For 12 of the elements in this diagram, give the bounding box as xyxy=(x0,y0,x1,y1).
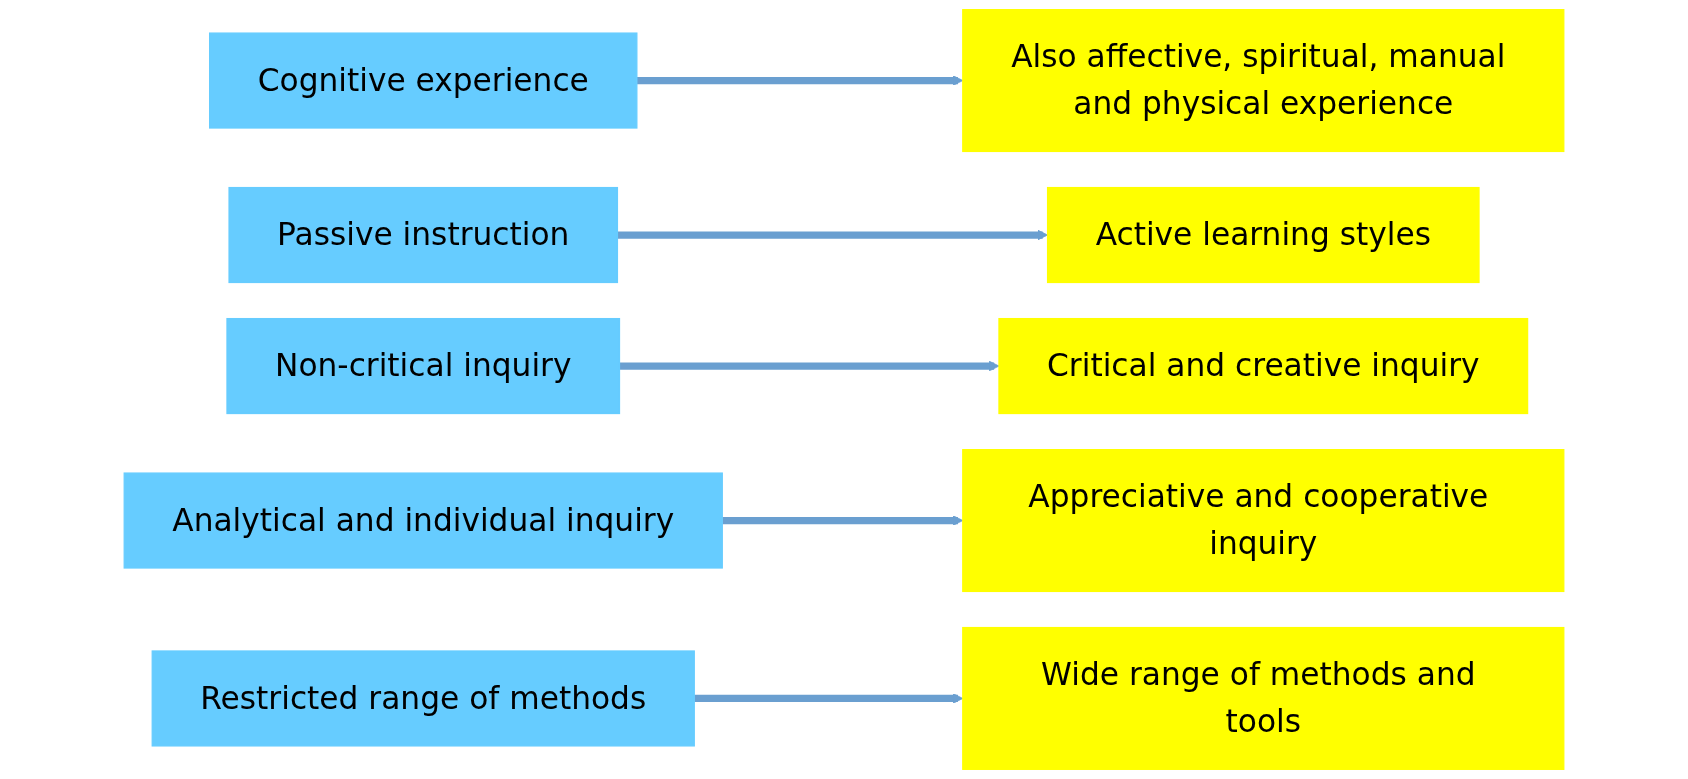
node-box: Active learning styles xyxy=(1046,186,1480,284)
node-box: Also affective, spiritual, manual and physical experience xyxy=(962,9,1565,153)
node-box: Restricted range of methods xyxy=(151,650,695,747)
node-box: Analytical and individual inquiry xyxy=(123,472,723,569)
arrow xyxy=(722,515,964,526)
node-box: Cognitive experience xyxy=(209,32,638,129)
node-box: Critical and creative inquiry xyxy=(998,317,1529,415)
arrow xyxy=(694,693,964,704)
node-box: Passive instruction xyxy=(228,186,619,284)
node-box: Non-critical inquiry xyxy=(226,317,621,415)
node-box: Appreciative and cooperative inquiry xyxy=(962,449,1565,593)
node-box: Wide range of methods and tools xyxy=(962,626,1565,770)
